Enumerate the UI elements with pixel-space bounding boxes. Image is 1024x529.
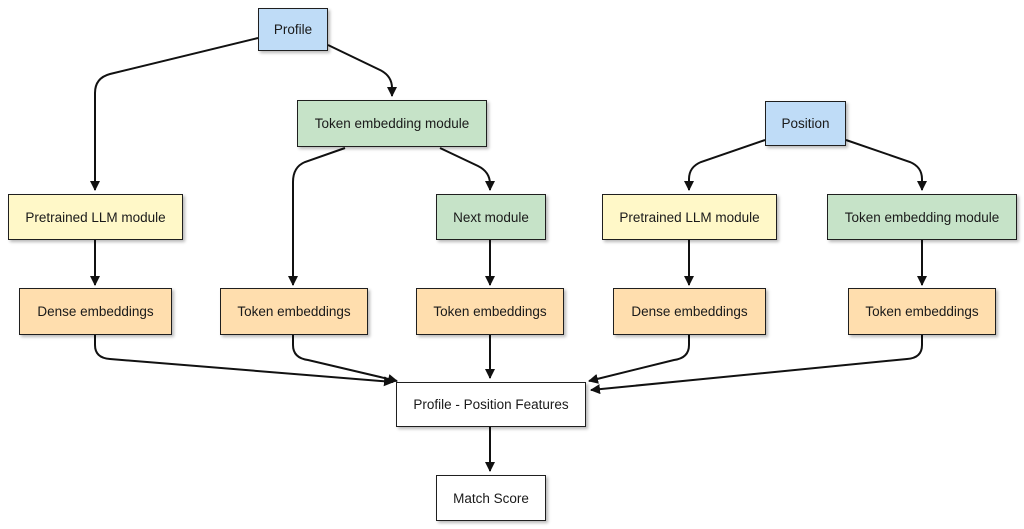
position-node: Position [765,101,846,146]
token-embeddings-1: Token embeddings [220,288,368,335]
edge-token-emb-1-to-features [292,335,398,384]
profile-position-features: Profile - Position Features [396,382,586,427]
edge-profile-to-token-module-left [327,44,397,97]
edge-token-module-to-next-module [439,147,495,191]
edge-position-to-token-module-right [845,139,927,191]
edge-token-module-to-token-emb-1 [288,147,346,286]
dense-embeddings-left: Dense embeddings [19,288,172,335]
edge-token-emb-3-to-features [590,335,923,395]
edge-profile-to-llm-left [90,37,259,191]
token-embedding-module-right: Token embedding module [827,194,1017,240]
token-embeddings-3: Token embeddings [848,288,996,335]
token-embeddings-2: Token embeddings [416,288,564,335]
profile-node: Profile [258,8,328,51]
pretrained-llm-module-right: Pretrained LLM module [602,194,777,240]
edge-position-to-llm-right [684,139,766,191]
token-embedding-module-left: Token embedding module [297,100,487,147]
edge-dense-right-to-features [588,335,690,384]
next-module: Next module [436,194,546,240]
match-score: Match Score [436,475,546,521]
pretrained-llm-module-left: Pretrained LLM module [8,194,183,240]
dense-embeddings-right: Dense embeddings [613,288,766,335]
edge-dense-left-to-features [94,335,394,387]
